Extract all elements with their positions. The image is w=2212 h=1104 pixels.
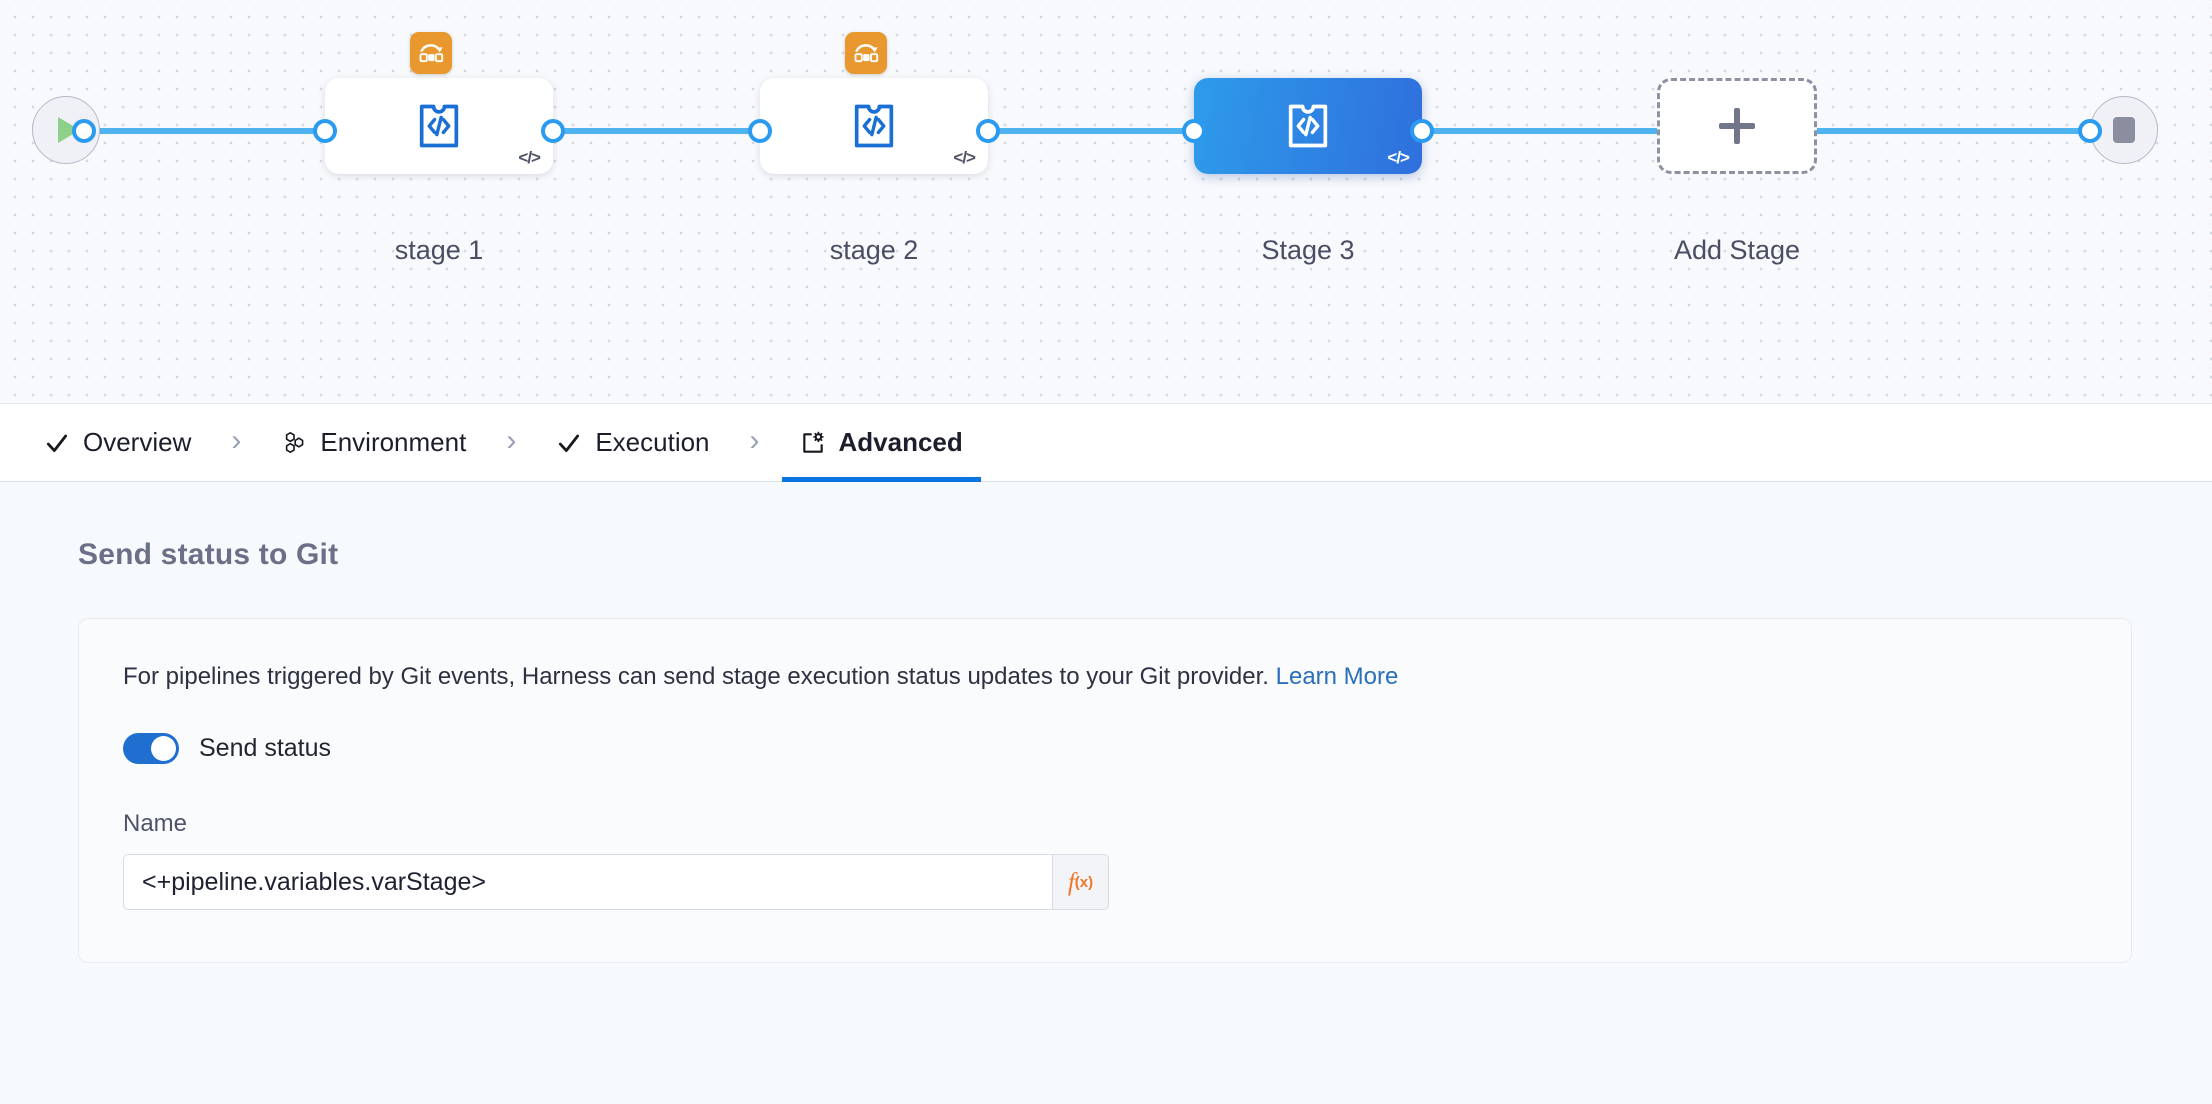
port-stage3-out[interactable] [1410,119,1434,143]
stage-caption-3: Stage 3 [1261,235,1355,265]
tab-overview[interactable]: Overview [26,404,209,482]
stage-code-marker: </> [953,148,976,167]
add-stage-button[interactable] [1657,78,1817,174]
matrix-strategy-icon [410,32,452,74]
learn-more-link[interactable]: Learn More [1275,663,1399,690]
hexagons-icon [286,431,304,453]
tab-execution[interactable]: Execution [538,404,727,482]
card-description-text: For pipelines triggered by Git events, H… [123,663,1276,690]
tab-execution-label: Execution [595,427,710,457]
fx-letter: f [1067,868,1075,896]
fx-subscript: (x) [1074,873,1094,891]
tab-environment[interactable]: Environment [263,404,484,482]
stage-caption-1: stage 1 [394,235,484,265]
port-stage1-out[interactable] [541,119,565,143]
check-icon [559,434,580,452]
matrix-strategy-icon [845,32,887,74]
send-status-toggle[interactable] [123,733,179,764]
tab-advanced-label: Advanced [838,427,963,457]
stage-code-marker: </> [1387,148,1410,167]
send-status-to-git-card: For pipelines triggered by Git events, H… [78,618,2132,963]
tab-separator: › [231,423,242,457]
advanced-tab-content: Send status to Git For pipelines trigger… [0,482,2212,1104]
stop-icon [2113,117,2135,143]
stage-node-2[interactable]: </> [760,32,988,174]
add-stage-caption: Add Stage [1673,235,1801,265]
port-stage1-in[interactable] [313,119,337,143]
plus-icon [1717,106,1757,146]
stage-caption-2: stage 2 [829,235,919,265]
page-title: Send status to Git [78,538,339,571]
send-status-toggle-row: Send status [123,733,2087,764]
port-start-out[interactable] [72,119,96,143]
stage-node-1[interactable]: </> [325,32,553,174]
toggle-knob [151,736,176,761]
name-input[interactable] [123,854,1053,910]
check-icon [46,434,68,452]
stage-code-marker: </> [518,148,541,167]
send-status-toggle-label: Send status [199,734,332,762]
name-field-label: Name [123,810,188,837]
port-stage2-in[interactable] [748,119,772,143]
tab-separator: › [749,423,760,457]
tab-environment-label: Environment [320,427,467,457]
deployment-stage-icon [419,104,459,148]
port-end-in[interactable] [2078,119,2102,143]
tab-advanced[interactable]: Advanced [781,404,982,482]
port-stage3-in[interactable] [1182,119,1206,143]
expression-toggle-button[interactable]: f(x) [1053,854,1109,910]
deployment-stage-icon [854,104,894,148]
tab-separator: › [506,423,517,457]
pipeline-canvas[interactable]: </> stage 1 </> stage 2 [0,0,2212,404]
tab-overview-label: Overview [83,427,192,457]
settings-box-icon [802,431,824,453]
connector-rail [78,128,2106,134]
stage-node-3[interactable]: </> [1194,78,1422,174]
deployment-stage-icon [1288,104,1328,148]
stage-tab-strip[interactable]: Overview › Environment › Execution › Adv… [0,404,2212,482]
name-field-row: f(x) [123,854,2087,910]
port-stage2-out[interactable] [976,119,1000,143]
card-description: For pipelines triggered by Git events, H… [123,663,2087,691]
